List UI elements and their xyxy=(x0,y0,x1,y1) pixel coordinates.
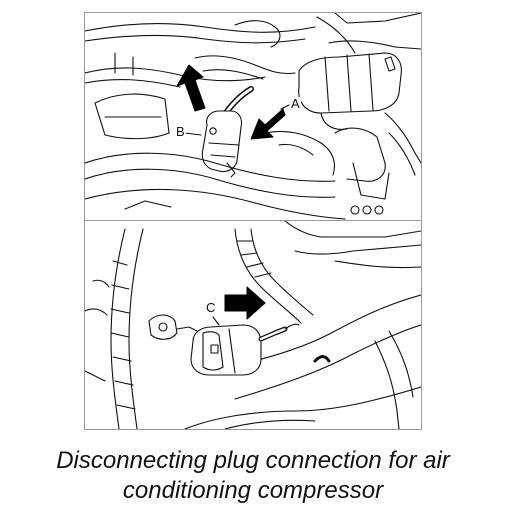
engine-bay-bottom-drawing xyxy=(85,221,421,429)
arrow-icon xyxy=(176,64,206,112)
illustration-frame: A B xyxy=(84,12,422,430)
callout-label-c: C xyxy=(205,300,217,315)
arrow-icon xyxy=(224,286,266,320)
engine-bay-top-drawing xyxy=(85,13,421,220)
caption-line-2: conditioning compressor xyxy=(122,477,384,504)
arrow-icon xyxy=(250,108,286,140)
illustration-panel-bottom: C xyxy=(85,221,421,429)
figure-caption: Disconnecting plug connection for air co… xyxy=(0,446,506,506)
caption-line-1: Disconnecting plug connection for air xyxy=(56,447,450,474)
callout-label-b: B xyxy=(175,124,186,139)
callout-label-a: A xyxy=(290,96,301,111)
illustration-panel-top: A B xyxy=(85,13,421,221)
